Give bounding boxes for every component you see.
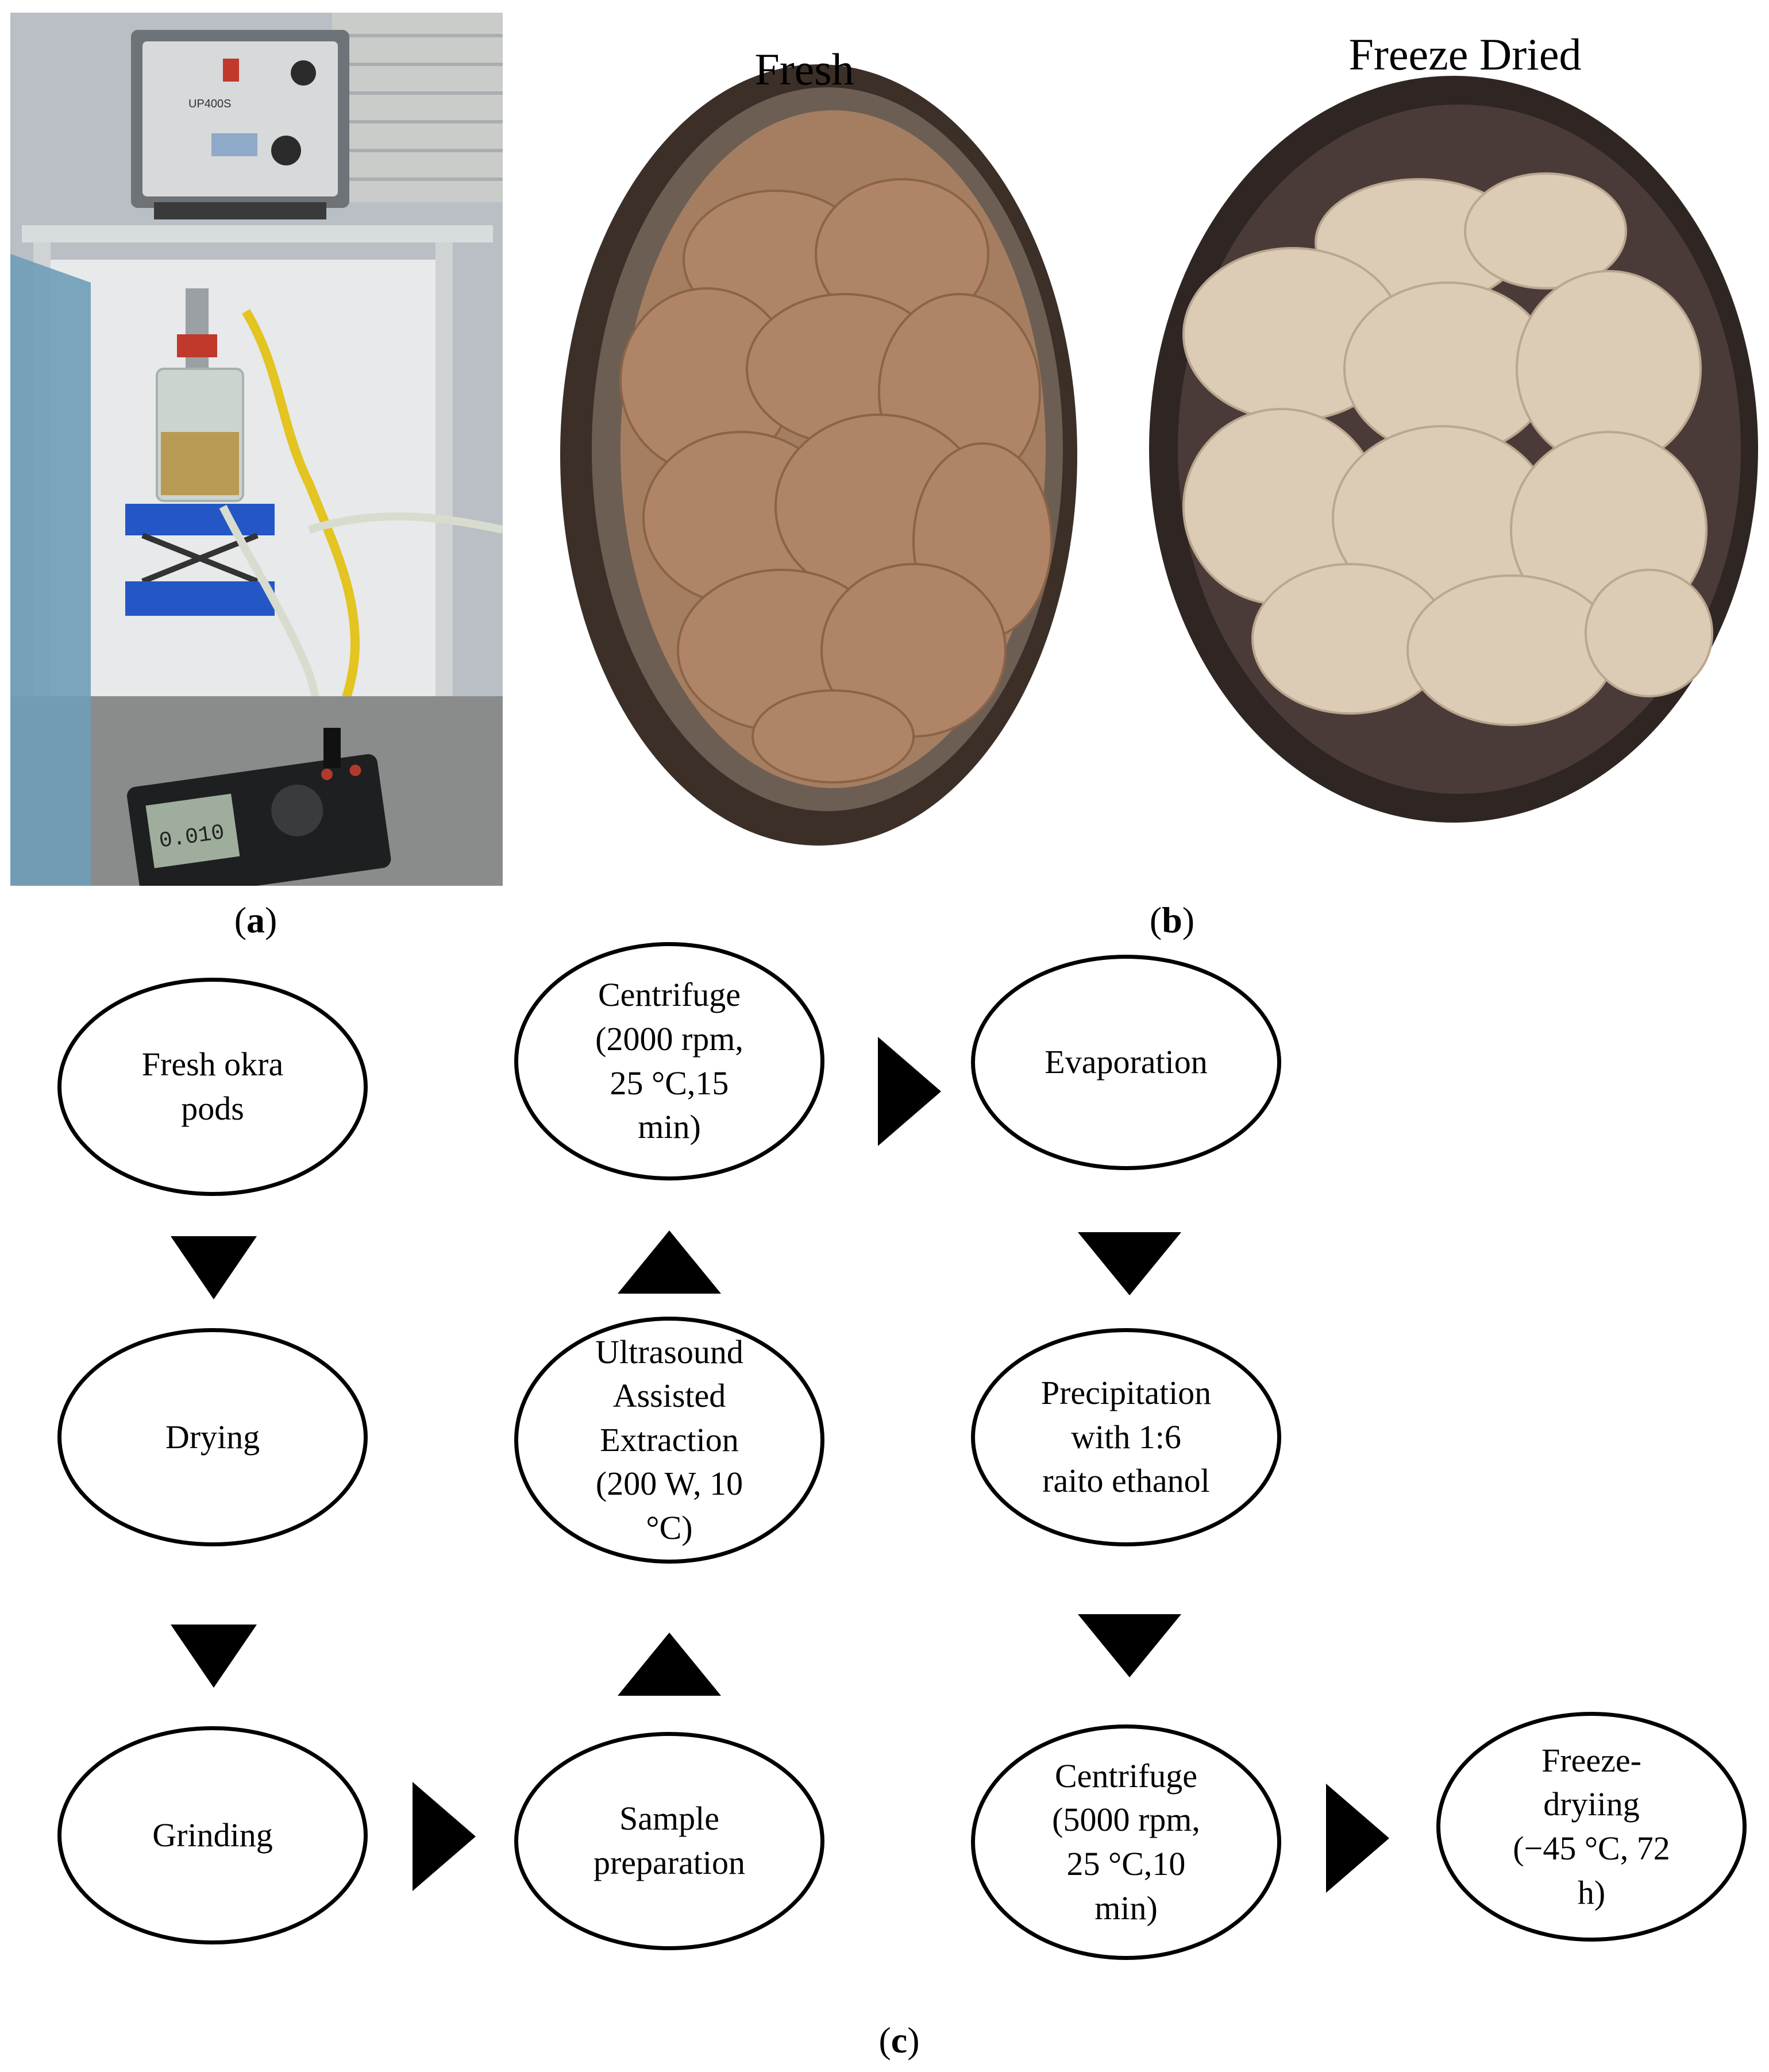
arrow-right-2: [878, 1037, 941, 1146]
node-grinding: Grinding: [57, 1726, 368, 1944]
arrow-down-3: [1078, 1232, 1181, 1295]
device-model-text: UP400S: [188, 98, 232, 110]
mucilage-samples-photo: [546, 13, 1769, 846]
freeze-dried-sample-dish: [1149, 76, 1758, 823]
extraction-process-flowchart: Fresh okra pods Drying Grinding Centrifu…: [0, 942, 1769, 2072]
fresh-label: Fresh: [754, 44, 854, 94]
arrow-up-2: [618, 1633, 721, 1696]
node-drying: Drying: [57, 1328, 368, 1546]
node-sample-preparation: Sample preparation: [514, 1732, 824, 1950]
node-precipitation: Precipitation with 1:6 raito ethanol: [971, 1328, 1281, 1546]
node-fresh-okra-pods: Fresh okra pods: [57, 978, 368, 1196]
panel-b-caption: (b): [1149, 900, 1195, 940]
freeze-dried-label: Freeze Dried: [1348, 29, 1582, 79]
panel-c-caption: (c): [878, 2020, 920, 2061]
ultrasound-apparatus-photo: UP400S 0.010: [10, 13, 504, 901]
fresh-sample-dish: [560, 64, 1077, 846]
arrow-down-4: [1078, 1614, 1181, 1677]
node-ultrasound-assisted-extraction: Ultrasound Assisted Extraction (200 W, 1…: [514, 1317, 824, 1564]
node-freeze-drying: Freeze- dryiing (−45 °C, 72 h): [1436, 1712, 1747, 1942]
arrow-down-2: [171, 1625, 257, 1688]
arrow-right-1: [413, 1782, 476, 1891]
arrow-right-3: [1326, 1784, 1389, 1893]
arrow-up-1: [618, 1230, 721, 1294]
panel-a-caption: (a): [234, 900, 278, 940]
node-centrifuge-2000rpm: Centrifuge (2000 rpm, 25 °C,15 min): [514, 942, 824, 1180]
node-centrifuge-5000rpm: Centrifuge (5000 rpm, 25 °C,10 min): [971, 1724, 1281, 1960]
arrow-down-1: [171, 1236, 257, 1299]
node-evaporation: Evaporation: [971, 955, 1281, 1170]
